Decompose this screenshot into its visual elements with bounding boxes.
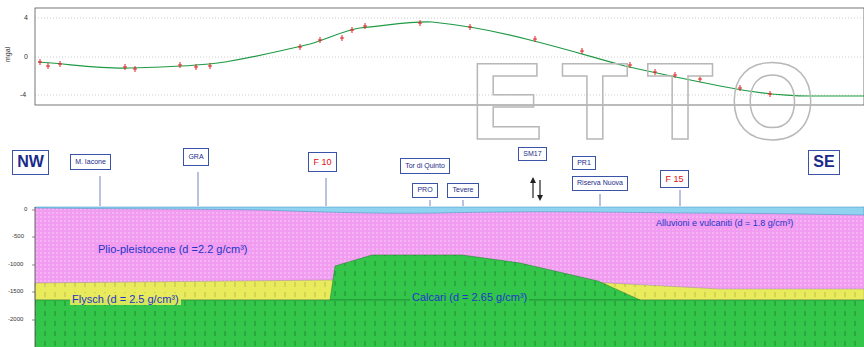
station-box: SE (808, 150, 840, 175)
measurement-point (194, 64, 198, 70)
station-box: Tor di Quinto (400, 158, 450, 174)
calcari-layer (35, 300, 864, 347)
station-box: NW (12, 150, 49, 175)
measurement-point (298, 44, 302, 50)
station-box: M. Iacone (70, 154, 111, 170)
measurement-point (46, 63, 50, 69)
station-box: Tevere (447, 183, 479, 198)
station-name: Tor di Quinto (405, 162, 445, 170)
station-box: Riserva Nuova (572, 176, 628, 191)
depth-tick: -1500 (8, 288, 23, 295)
station-name: PRO (417, 186, 432, 194)
measurement-point (418, 20, 422, 26)
depth-tick: -2000 (8, 316, 23, 323)
depth-tick: 0 (24, 206, 27, 213)
station-name: SM17 (523, 150, 541, 158)
layer-label: Plio-pleistocene (d =2.2 g/cm³) (96, 243, 249, 255)
station-box: GRA (183, 148, 209, 166)
station-name: Riserva Nuova (577, 179, 623, 187)
depth-ticks (32, 210, 35, 320)
alluvium-layer (35, 207, 864, 215)
depth-tick: -500 (12, 233, 24, 240)
station-name: M. Iacone (75, 158, 106, 166)
measurement-point (318, 37, 322, 43)
axis-title: mgal (4, 47, 12, 62)
measurement-point (133, 66, 137, 72)
measurement-point (208, 63, 212, 69)
depth-tick: -1000 (8, 261, 23, 268)
measurement-point (38, 59, 42, 65)
axis-tick: 0 (24, 53, 28, 61)
station-box: F 15 (660, 170, 689, 188)
station-name: NW (17, 153, 44, 171)
watermark: ETTO (470, 40, 833, 161)
station-box: PRO (412, 183, 438, 198)
station-box: PR1 (572, 156, 596, 170)
station-name: F 10 (313, 157, 331, 167)
station-name: GRA (188, 153, 203, 161)
measurement-point (340, 35, 344, 41)
measurement-point (363, 23, 367, 29)
station-name: Tevere (452, 186, 473, 194)
measurement-point (468, 24, 472, 30)
fault-arrows (533, 180, 540, 198)
measurement-point (350, 27, 354, 33)
station-name: PR1 (577, 159, 591, 167)
measurement-point (178, 62, 182, 68)
locator-lines (100, 172, 680, 206)
layer-label: Flysch (d = 2.5 g/cm³) (70, 293, 181, 305)
axis-tick: 4 (24, 14, 28, 22)
axis-tick: -4 (20, 91, 26, 99)
measurement-point (123, 64, 127, 70)
layer-label: Alluvioni e vulcaniti (d = 1.8 g/cm³) (654, 219, 795, 229)
station-name: F 15 (665, 174, 683, 184)
station-box: SM17 (518, 147, 547, 161)
layer-label: Calcari (d = 2.65 g/cm³) (410, 291, 529, 303)
plio-pleistocene-layer (35, 207, 864, 347)
station-name: SE (813, 153, 834, 171)
station-box: F 10 (308, 152, 337, 172)
measurement-point (58, 61, 62, 67)
